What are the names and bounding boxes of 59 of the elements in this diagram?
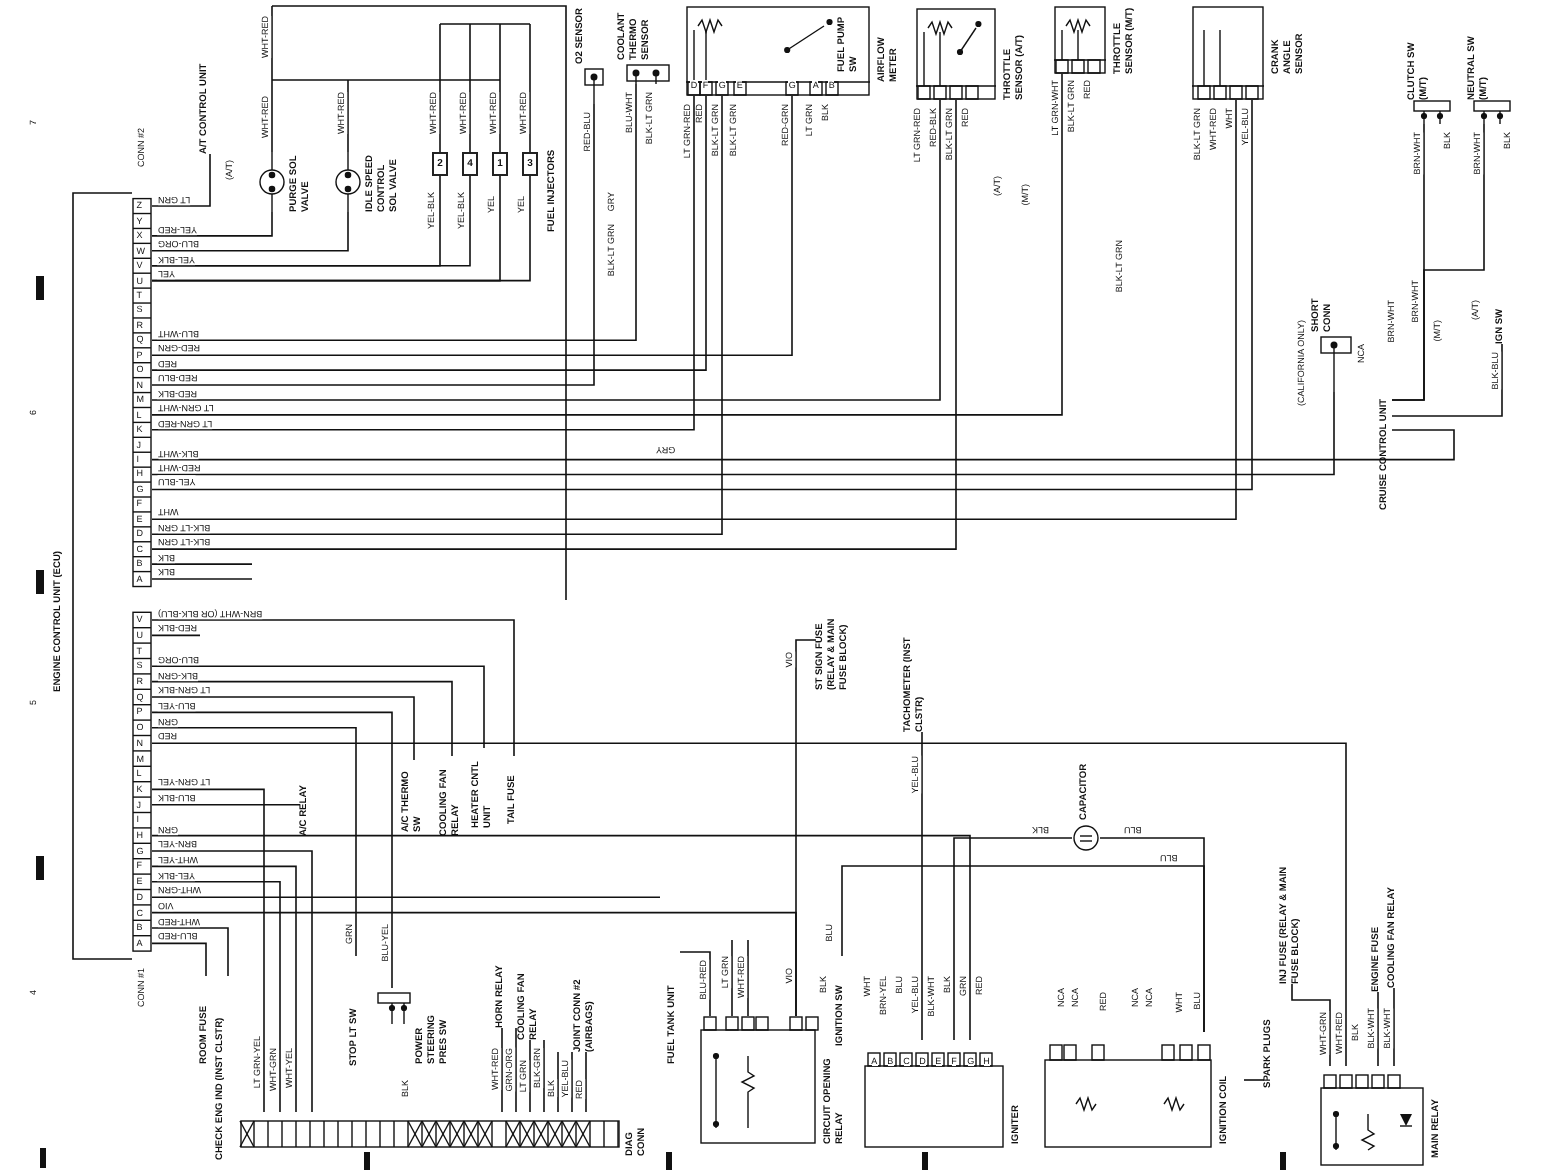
wire bbox=[151, 942, 207, 977]
wire bbox=[151, 99, 941, 401]
wire bbox=[1393, 987, 1395, 1067]
wire bbox=[151, 95, 793, 356]
wire bbox=[1291, 983, 1331, 1067]
wire bbox=[585, 1051, 587, 1113]
wire bbox=[1099, 837, 1205, 1033]
wire bbox=[1377, 991, 1379, 1067]
wire bbox=[571, 1051, 573, 1113]
wire bbox=[151, 896, 661, 898]
wire bbox=[151, 927, 229, 977]
wire bbox=[151, 881, 281, 1113]
wire bbox=[151, 850, 313, 1113]
wire bbox=[953, 837, 1073, 1041]
wire bbox=[469, 23, 471, 153]
wire bbox=[151, 391, 1335, 476]
wire bbox=[529, 23, 531, 153]
wire bbox=[679, 951, 711, 1017]
wire bbox=[499, 23, 501, 153]
wire bbox=[543, 1039, 545, 1113]
wire bbox=[151, 788, 265, 1113]
wire bbox=[151, 211, 273, 237]
wire bbox=[151, 429, 1455, 461]
wire bbox=[347, 79, 349, 153]
wire bbox=[151, 563, 253, 565]
wire bbox=[1243, 1079, 1265, 1081]
wire bbox=[151, 211, 349, 252]
wire bbox=[731, 939, 733, 1017]
wire bbox=[151, 153, 211, 207]
wire bbox=[557, 1051, 559, 1113]
wire bbox=[151, 95, 707, 371]
wire bbox=[151, 665, 485, 749]
wire bbox=[151, 804, 301, 806]
wire bbox=[439, 23, 441, 153]
wire bbox=[151, 742, 1347, 1067]
wire bbox=[151, 680, 453, 757]
wire bbox=[151, 95, 723, 536]
wire bbox=[151, 83, 637, 342]
wire bbox=[151, 865, 297, 1113]
wire bbox=[151, 834, 971, 1041]
wire bbox=[271, 5, 273, 153]
wire bbox=[151, 696, 415, 761]
wire bbox=[529, 1039, 531, 1113]
wire bbox=[151, 711, 393, 989]
wire bbox=[795, 639, 817, 1017]
wire bbox=[1391, 123, 1485, 401]
wire bbox=[151, 99, 957, 550]
wire bbox=[515, 1027, 517, 1113]
wire bbox=[501, 1027, 503, 1113]
wire bbox=[151, 727, 357, 957]
wire bbox=[747, 939, 749, 1017]
wire bbox=[151, 103, 595, 386]
wire bbox=[151, 619, 515, 757]
wire bbox=[151, 73, 1063, 416]
wire bbox=[151, 95, 695, 431]
wire bbox=[151, 578, 253, 580]
wire bbox=[921, 731, 923, 1041]
wire bbox=[1391, 343, 1503, 417]
wire bbox=[151, 634, 201, 637]
